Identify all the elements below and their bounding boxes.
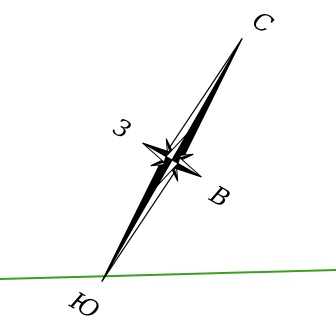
label-east: В — [204, 180, 234, 214]
needle-north-light — [164, 34, 242, 160]
label-west: З — [108, 113, 135, 145]
needle-south-light — [102, 160, 180, 286]
green-boundary-line — [0, 270, 336, 279]
east-west-points — [128, 117, 217, 203]
label-north: С — [248, 6, 278, 39]
label-south: Ю — [64, 286, 104, 325]
compass-rose-icon — [73, 22, 272, 298]
